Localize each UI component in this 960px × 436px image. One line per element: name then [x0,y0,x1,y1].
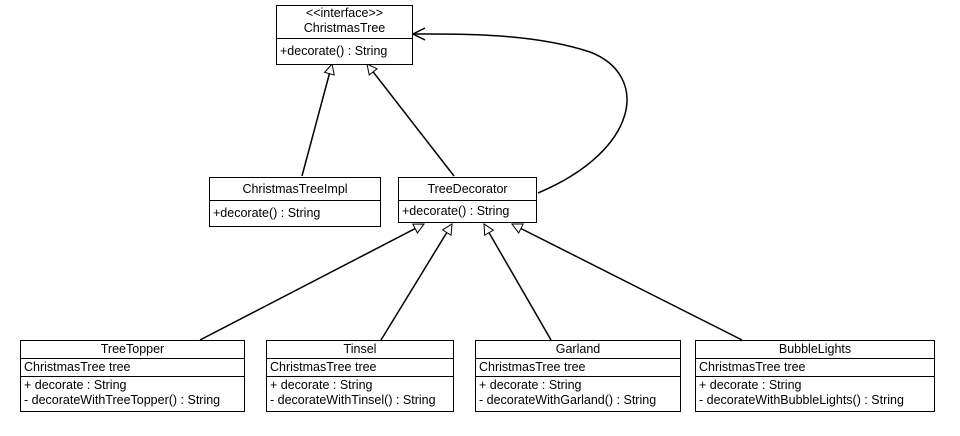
class-tree-decorator[interactable]: TreeDecorator +decorate() : String [398,177,537,223]
class-christmas-tree-impl[interactable]: ChristmasTreeImpl +decorate() : String [209,177,381,227]
class-garland[interactable]: Garland ChristmasTree tree + decorate : … [475,340,681,412]
method-row: - decorateWithBubbleLights() : String [699,393,904,407]
class-header: Tinsel [267,341,453,359]
edge-decorator-association [413,34,628,194]
methods-section: +decorate() : String [277,39,412,60]
class-name: TreeTopper [100,342,165,356]
class-name: ChristmasTree [303,21,386,35]
attributes-section: ChristmasTree tree [267,359,453,377]
class-name: ChristmasTreeImpl [242,182,348,196]
methods-section: + decorate : String - decorateWithGarlan… [476,377,680,409]
stereotype-label: <<interface>> [305,6,384,20]
attribute-row: ChristmasTree tree [24,360,131,374]
edge-impl-to-interface [301,64,332,177]
class-tinsel[interactable]: Tinsel ChristmasTree tree + decorate : S… [266,340,454,412]
class-bubble-lights[interactable]: BubbleLights ChristmasTree tree + decora… [695,340,935,412]
attribute-row: ChristmasTree tree [479,360,586,374]
attributes-section: ChristmasTree tree [21,359,244,377]
methods-section: + decorate : String - decorateWithTreeTo… [21,377,244,409]
class-name: Tinsel [343,342,377,356]
methods-section: +decorate() : String [210,201,380,222]
method-row: +decorate() : String [280,44,388,58]
edge-garland-to-decorator [483,224,552,341]
method-row: + decorate : String [479,378,582,392]
method-row: - decorateWithTinsel() : String [270,393,436,407]
method-row: - decorateWithGarland() : String [479,393,657,407]
class-name: TreeDecorator [427,182,508,196]
class-header: TreeDecorator [399,178,536,201]
methods-section: +decorate() : String [399,201,536,220]
attribute-row: ChristmasTree tree [270,360,377,374]
class-header: TreeTopper [21,341,244,359]
method-row: + decorate : String [270,378,373,392]
class-header: BubbleLights [696,341,934,359]
edge-bubblelights-to-decorator [512,223,743,341]
attributes-section: ChristmasTree tree [696,359,934,377]
attributes-section: ChristmasTree tree [476,359,680,377]
edge-decorator-to-interface [367,64,455,177]
class-header: <<interface>> ChristmasTree [277,6,412,39]
attribute-row: ChristmasTree tree [699,360,806,374]
edge-tinsel-to-decorator [380,224,453,341]
class-header: ChristmasTreeImpl [210,178,380,201]
class-name: BubbleLights [778,342,852,356]
method-row: + decorate : String [24,378,127,392]
edge-treetopper-to-decorator [199,223,424,341]
method-row: - decorateWithTreeTopper() : String [24,393,221,407]
method-row: +decorate() : String [213,206,321,220]
methods-section: + decorate : String - decorateWithBubble… [696,377,934,409]
methods-section: + decorate : String - decorateWithTinsel… [267,377,453,409]
class-tree-topper[interactable]: TreeTopper ChristmasTree tree + decorate… [20,340,245,412]
class-header: Garland [476,341,680,359]
class-christmas-tree[interactable]: <<interface>> ChristmasTree +decorate() … [276,5,413,65]
method-row: +decorate() : String [402,204,510,218]
method-row: + decorate : String [699,378,802,392]
class-name: Garland [555,342,601,356]
